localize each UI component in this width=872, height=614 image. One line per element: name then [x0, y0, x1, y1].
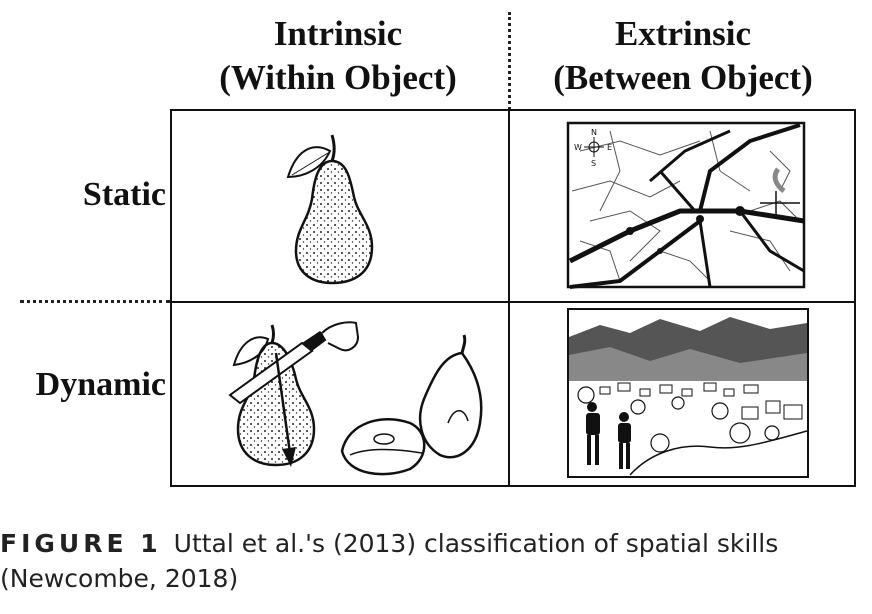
column-divider-dotted [508, 12, 511, 110]
row-header-static: Static [82, 176, 166, 213]
compass-north-label: N [591, 128, 597, 137]
column-header-intrinsic: Intrinsic (Within Object) [168, 12, 508, 100]
caption-line-1: FIGURE 1 Uttal et al.'s (2013) classifica… [0, 526, 860, 561]
column-header-extrinsic: Extrinsic (Between Object) [513, 12, 853, 100]
pear-illustration [286, 134, 374, 285]
caption-text: Uttal et al.'s (2013) classification of … [173, 529, 779, 558]
hand [321, 321, 360, 352]
row-header-dynamic: Dynamic [35, 366, 166, 403]
classification-grid: N E S W [170, 109, 856, 487]
mountains-front [569, 347, 807, 381]
caption-citation: (Newcombe, 2018) [0, 564, 239, 593]
hikers-landscape-illustration [567, 308, 809, 478]
pear-body [294, 159, 374, 285]
figure-caption: FIGURE 1 Uttal et al.'s (2013) classifica… [0, 526, 860, 596]
grid-vertical-line [508, 111, 510, 485]
pear-half-stem [460, 334, 467, 354]
cell-extrinsic-dynamic [510, 303, 856, 485]
pear-half-upright [418, 351, 483, 459]
column-header-extrinsic-subtitle: (Between Object) [553, 58, 813, 97]
map-crosshair [760, 191, 800, 217]
column-header-extrinsic-title: Extrinsic [614, 14, 752, 53]
village-houses [599, 382, 803, 420]
hiker-left [586, 402, 600, 465]
map-major-roads [568, 123, 805, 289]
cell-intrinsic-dynamic [172, 303, 508, 485]
grid-horizontal-line [172, 301, 854, 303]
cut-direction-arrowhead [282, 447, 296, 467]
knife-handle [302, 331, 328, 351]
compass-rose: N E S W [574, 128, 612, 168]
row-divider-dotted [20, 300, 170, 303]
compass-west-label: W [574, 143, 582, 152]
column-header-intrinsic-title: Intrinsic [273, 14, 403, 53]
cut-direction-arrow [274, 352, 292, 454]
pear-stem [330, 134, 336, 162]
compass-south-label: S [591, 159, 596, 168]
trees [577, 386, 780, 453]
map-junctions [626, 206, 745, 254]
pear-half-lying [340, 418, 426, 476]
map-river [772, 167, 786, 193]
cell-intrinsic-static [172, 111, 508, 301]
pear-leaf [286, 146, 332, 179]
figure-label: FIGURE 1 [0, 529, 162, 558]
street-map-illustration: N E S W [566, 121, 806, 289]
cut-pear-illustration [228, 321, 483, 476]
cell-extrinsic-static: N E S W [510, 111, 856, 301]
pear-stem [270, 324, 275, 344]
map-minor-streets [571, 130, 801, 282]
hiker-right [618, 412, 631, 469]
trail [629, 430, 808, 476]
compass-east-label: E [607, 143, 612, 152]
column-header-intrinsic-subtitle: (Within Object) [219, 58, 457, 97]
pear-core [373, 433, 395, 445]
